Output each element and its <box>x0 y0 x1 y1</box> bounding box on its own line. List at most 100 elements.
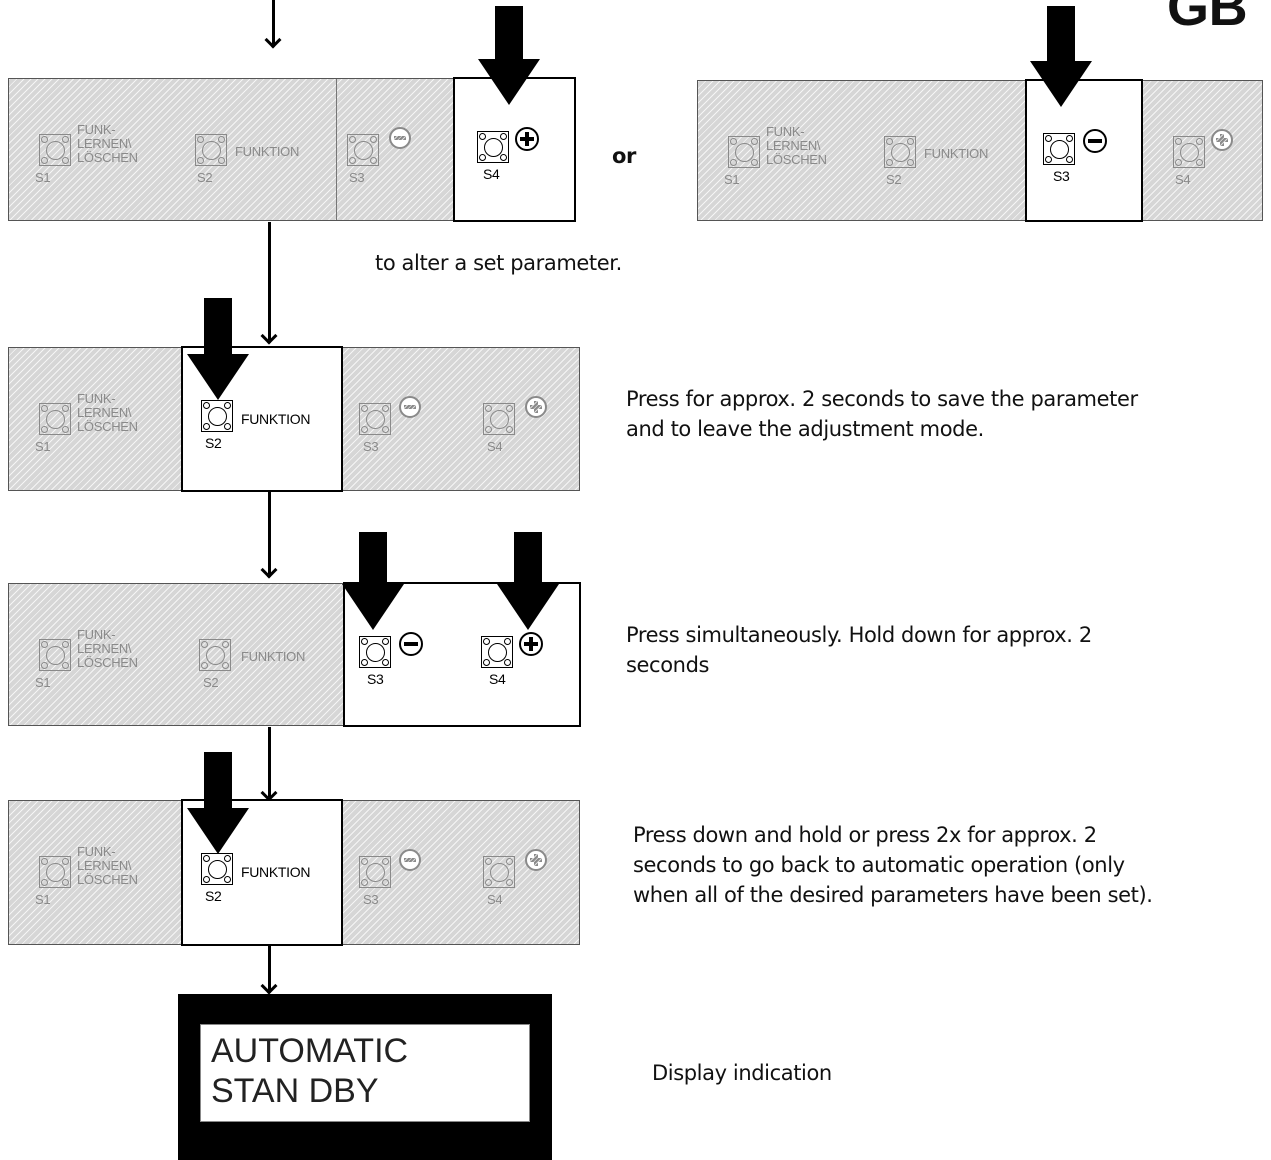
s1-button[interactable] <box>39 403 71 435</box>
cell-s4: S4 <box>461 801 581 944</box>
plus-icon <box>1211 129 1233 151</box>
s3-button[interactable] <box>359 636 391 668</box>
s1-function-label: FUNK- LERNEN\ LÖSCHEN <box>766 124 827 167</box>
s1-function-label: FUNK- LERNEN\ LÖSCHEN <box>77 391 138 434</box>
s2-label: S2 <box>886 172 902 187</box>
s1-label: S1 <box>724 172 740 187</box>
s1-button[interactable] <box>39 134 71 166</box>
s1-function-label: FUNK- LERNEN\ LÖSCHEN <box>77 844 138 887</box>
s3-label: S3 <box>363 439 379 454</box>
save-parameter-text: Press for approx. 2 seconds to save the … <box>626 387 1138 441</box>
cell-s3: S3 <box>336 79 453 220</box>
plus-icon <box>515 127 539 151</box>
press-arrow-s4 <box>478 6 540 105</box>
control-panel-s3-active: FUNK- LERNEN\ LÖSCHEN S1 FUNKTION S2 S3 … <box>697 79 1264 222</box>
s1-function-label: FUNK- LERNEN\ LÖSCHEN <box>77 122 138 165</box>
s4-label: S4 <box>483 166 500 182</box>
s3-label: S3 <box>349 170 365 185</box>
plus-icon <box>519 632 543 656</box>
cell-s4: S4 <box>461 348 581 490</box>
cell-s4: S4 <box>1143 81 1264 220</box>
cell-s3: S3 <box>343 801 461 944</box>
flow-arrow-4 <box>268 946 271 990</box>
or-label: or <box>612 144 636 168</box>
cell-s2: FUNKTION S2 <box>179 79 336 220</box>
display-line-2: STAN DBY <box>211 1072 379 1110</box>
press-arrow-s4 <box>497 532 559 630</box>
control-panel-s2-active-return: FUNK- LERNEN\ LÖSCHEN S1 FUNKTION S2 S3 … <box>8 799 581 946</box>
s4-label: S4 <box>1175 172 1191 187</box>
s2-button[interactable] <box>195 134 227 166</box>
control-panel-s2-active: FUNK- LERNEN\ LÖSCHEN S1 FUNKTION S2 S3 … <box>8 346 581 492</box>
s2-function-label: FUNKTION <box>241 411 311 427</box>
s4-button[interactable] <box>483 403 515 435</box>
s3-button[interactable] <box>347 134 379 166</box>
simultaneous-press-text: Press simultaneously. Hold down for appr… <box>626 623 1092 677</box>
minus-icon <box>399 396 421 418</box>
s4-button[interactable] <box>1173 136 1205 168</box>
lcd-display: AUTOMATIC STAN DBY <box>178 994 552 1160</box>
flow-arrow-1 <box>268 222 271 340</box>
plus-icon <box>525 396 547 418</box>
s2-function-label: FUNKTION <box>924 146 989 161</box>
flow-arrow-3 <box>268 727 271 797</box>
s2-label: S2 <box>205 888 222 904</box>
return-automatic-text: Press down and hold or press 2x for appr… <box>633 823 1153 907</box>
display-line-1: AUTOMATIC <box>211 1032 409 1070</box>
s3-button[interactable] <box>359 403 391 435</box>
s1-button[interactable] <box>728 136 760 168</box>
lcd-screen: AUTOMATIC STAN DBY <box>200 1024 530 1122</box>
s1-button[interactable] <box>39 856 71 888</box>
s3-button[interactable] <box>359 856 391 888</box>
cell-s3: S3 <box>343 348 461 490</box>
s1-button[interactable] <box>39 639 71 671</box>
s2-label: S2 <box>197 170 213 185</box>
cell-s2: FUNKTION S2 <box>868 81 1025 220</box>
press-arrow-s2 <box>187 752 249 856</box>
cell-s1: FUNK- LERNEN\ LÖSCHEN S1 <box>9 801 181 944</box>
flow-arrow-2 <box>268 492 271 574</box>
s1-label: S1 <box>35 892 51 907</box>
s1-label: S1 <box>35 675 51 690</box>
s2-button[interactable] <box>884 136 916 168</box>
s4-button[interactable] <box>477 131 509 163</box>
s2-button[interactable] <box>199 639 231 671</box>
s2-button[interactable] <box>201 400 233 432</box>
plus-icon <box>525 849 547 871</box>
s4-button[interactable] <box>481 636 513 668</box>
s4-label: S4 <box>489 671 506 687</box>
display-caption: Display indication <box>652 1061 832 1085</box>
s2-label: S2 <box>203 675 219 690</box>
s1-label: S1 <box>35 170 51 185</box>
minus-icon <box>399 632 423 656</box>
s4-label: S4 <box>487 439 503 454</box>
s4-button[interactable] <box>483 856 515 888</box>
cell-s1: FUNK- LERNEN\ LÖSCHEN S1 <box>698 81 868 220</box>
s4-label: S4 <box>487 892 503 907</box>
s2-label: S2 <box>205 435 222 451</box>
cell-s1: FUNK- LERNEN\ LÖSCHEN S1 <box>9 584 179 725</box>
s1-label: S1 <box>35 439 51 454</box>
s2-function-label: FUNKTION <box>235 144 300 159</box>
flow-arrow-top <box>272 0 275 44</box>
s2-function-label: FUNKTION <box>241 864 311 880</box>
s2-button[interactable] <box>201 853 233 885</box>
s2-function-label: FUNKTION <box>241 649 306 664</box>
minus-icon <box>389 127 411 149</box>
cell-s1: FUNK- LERNEN\ LÖSCHEN S1 <box>9 348 181 490</box>
s1-function-label: FUNK- LERNEN\ LÖSCHEN <box>77 627 138 670</box>
s3-label: S3 <box>367 671 384 687</box>
control-panel-s3-s4-active: FUNK- LERNEN\ LÖSCHEN S1 FUNKTION S2 S3 … <box>8 582 581 727</box>
press-arrow-s2 <box>187 298 249 402</box>
minus-icon <box>399 849 421 871</box>
cell-s1: FUNK- LERNEN\ LÖSCHEN S1 <box>9 79 179 220</box>
press-arrow-s3 <box>342 532 404 630</box>
s3-label: S3 <box>1053 168 1070 184</box>
minus-icon <box>1083 129 1107 153</box>
cell-s2: FUNKTION S2 <box>179 584 343 725</box>
alter-parameter-text: to alter a set parameter. <box>375 251 622 275</box>
region-code: GB <box>1167 0 1248 37</box>
s3-button[interactable] <box>1043 133 1075 165</box>
s3-label: S3 <box>363 892 379 907</box>
press-arrow-s3 <box>1030 6 1092 107</box>
